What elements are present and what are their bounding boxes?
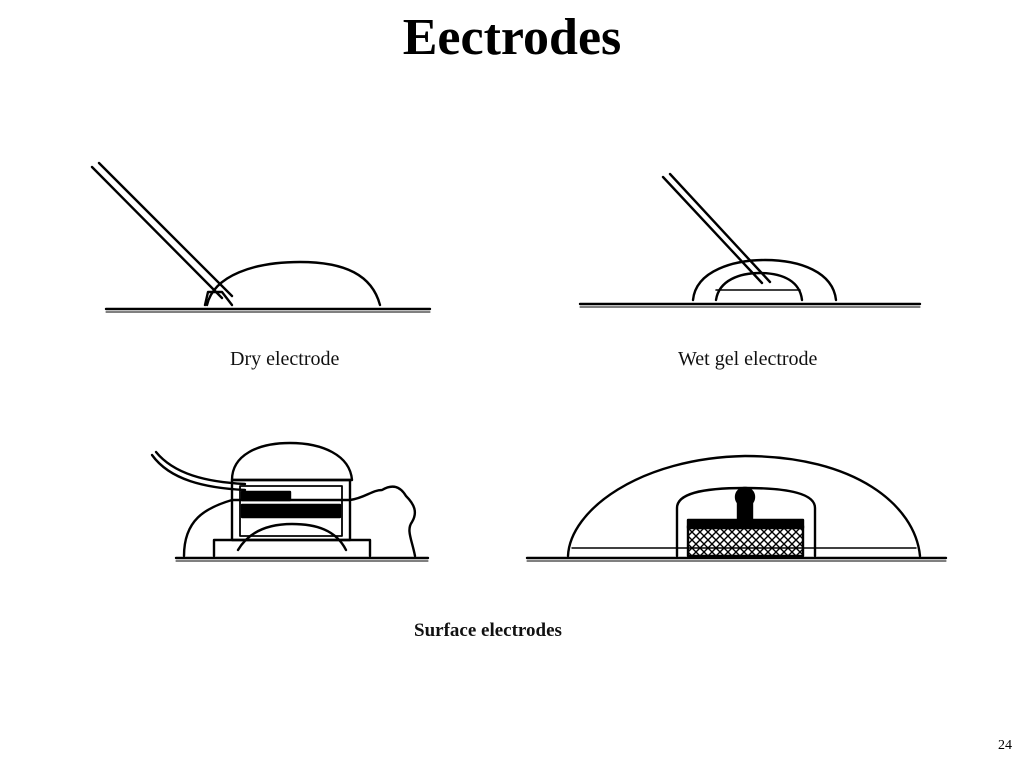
wet-gel-electrode-drawing — [578, 172, 922, 308]
dry-electrode-drawing — [90, 161, 432, 313]
dry-dome — [205, 260, 382, 307]
wet-wire — [661, 175, 764, 285]
page-number: 24 — [998, 738, 1012, 753]
wet-outer-dome — [691, 258, 838, 302]
surface-electrode-right-drawing — [525, 454, 948, 562]
wet-gel-electrode-caption: Wet gel electrode — [678, 348, 818, 370]
surface-electrodes-caption: Surface electrodes — [414, 620, 562, 641]
dry-wire — [90, 165, 224, 300]
surface-electrode-left-drawing — [150, 441, 430, 562]
slide-title: Eectrodes — [402, 9, 622, 66]
dry-electrode-caption: Dry electrode — [230, 348, 340, 370]
wet-gel-chamber — [714, 271, 804, 302]
